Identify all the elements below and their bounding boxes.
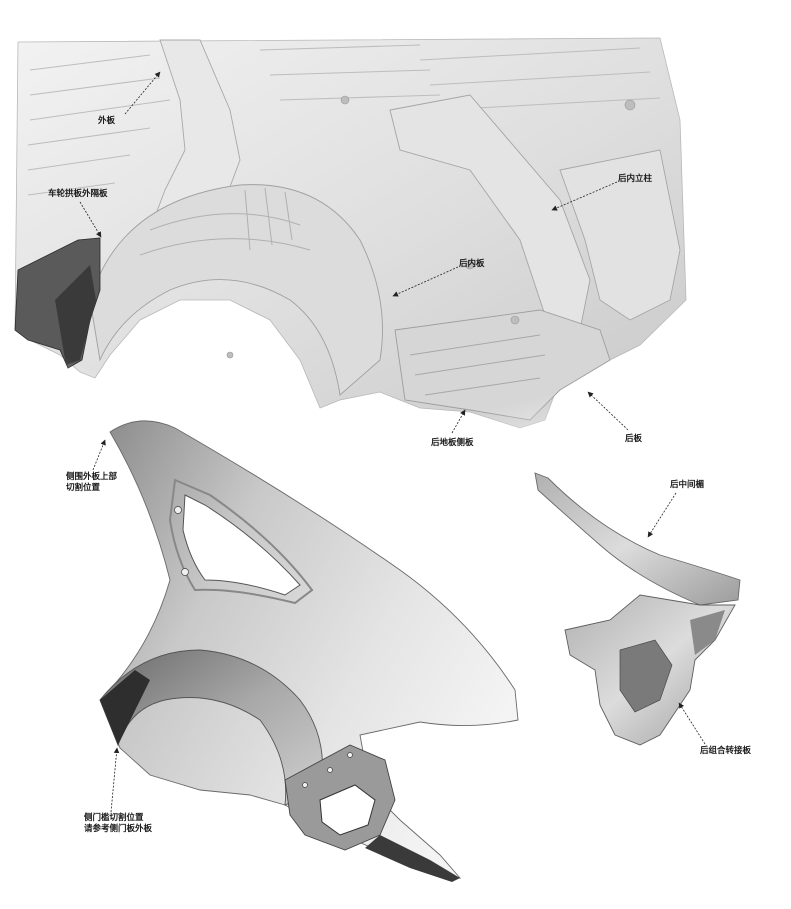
leader-rear-combination-bracket: [678, 702, 706, 745]
leader-rear-inner-panel: [392, 266, 459, 297]
quarter-window-opening: [182, 494, 301, 596]
label-side-outer-upper-cut: 侧围外板上部 切割位置: [66, 472, 117, 494]
rear-body-structure: [0, 0, 791, 460]
label-side-sill-cut-line1: 侧门槛切割位置: [84, 813, 144, 823]
label-side-outer-upper-cut-line1: 侧围外板上部: [66, 472, 118, 482]
leader-rear-center-beam: [647, 492, 677, 538]
side-outer-panel: [99, 420, 519, 882]
label-rear-center-beam: 后中间楣: [670, 480, 705, 490]
quarter-window-frame: [168, 478, 314, 605]
bracket-flange: [690, 610, 725, 655]
leader-side-sill-cut: [110, 747, 120, 813]
rear-center-beam-assembly: [534, 472, 741, 746]
fade-overlay: [0, 0, 791, 460]
label-rear-combination-bracket: 后组合转接板: [700, 746, 752, 756]
fender-holes: [174, 506, 353, 788]
leader-side-outer-upper-cut: [92, 439, 106, 471]
label-rear-floor-side-panel: 后地板侧板: [431, 438, 474, 448]
sill-bracket-opening: [319, 784, 376, 836]
label-side-sill-cut: 侧门槛切割位置 请参考侧门板外板: [84, 813, 152, 835]
label-side-outer-upper-cut-line2: 切割位置: [66, 483, 101, 493]
leader-rear-panel: [587, 391, 629, 431]
fender-dark-edge: [100, 670, 150, 745]
sill-tail-strip: [365, 835, 460, 882]
rear-center-beam-part: [534, 472, 741, 606]
label-outer-panel: 外板: [98, 116, 116, 126]
bracket-dark-face: [619, 639, 673, 713]
label-wheelhouse-outer-divider: 车轮拱板外隔板: [48, 189, 108, 199]
label-rear-inner-panel: 后内板: [459, 259, 485, 269]
label-side-sill-cut-line2: 请参考侧门板外板: [84, 824, 153, 834]
label-rear-panel: 后板: [625, 434, 643, 444]
leader-rear-floor-side: [451, 409, 466, 434]
label-rear-inner-pillar: 后内立柱: [618, 174, 653, 184]
leader-lines: [79, 71, 706, 813]
leader-outer-panel: [124, 71, 161, 115]
leader-rear-inner-pillar: [551, 181, 618, 211]
